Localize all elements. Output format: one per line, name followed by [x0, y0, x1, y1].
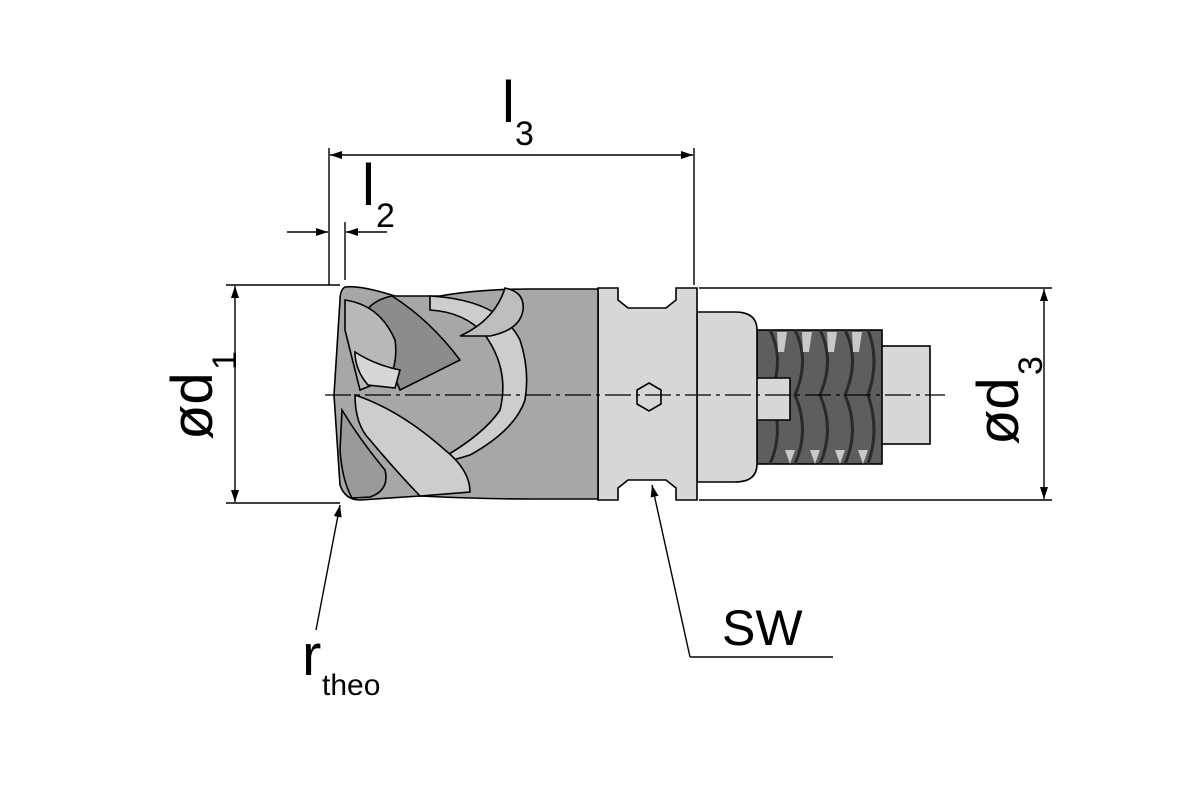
rtheo-subscript: theo	[322, 669, 380, 702]
sw-label: SW	[722, 600, 803, 656]
neck	[696, 311, 758, 483]
rtheo-label: r	[302, 623, 321, 688]
thread-end	[696, 311, 931, 483]
tool-body	[333, 285, 931, 501]
d3-label: ød	[966, 377, 1031, 445]
l2-label: l	[362, 153, 375, 218]
leader-rtheo: r theo	[302, 504, 380, 702]
dimension-d1: ød 1	[160, 284, 340, 504]
l3-label: l	[502, 70, 515, 135]
dimension-l2: l 2	[287, 153, 395, 280]
leader-sw: SW	[650, 484, 833, 658]
dimension-d3: ød 3	[699, 287, 1052, 501]
thread-crests	[777, 332, 868, 464]
flutes	[339, 287, 528, 499]
l2-subscript: 2	[376, 197, 395, 235]
dimension-l3: l 3	[328, 70, 695, 285]
hex-socket-icon	[636, 382, 662, 412]
d1-subscript: 1	[206, 351, 244, 370]
d3-subscript: 3	[1012, 356, 1050, 375]
d1-label: ød	[160, 372, 225, 440]
l3-subscript: 3	[515, 115, 534, 153]
